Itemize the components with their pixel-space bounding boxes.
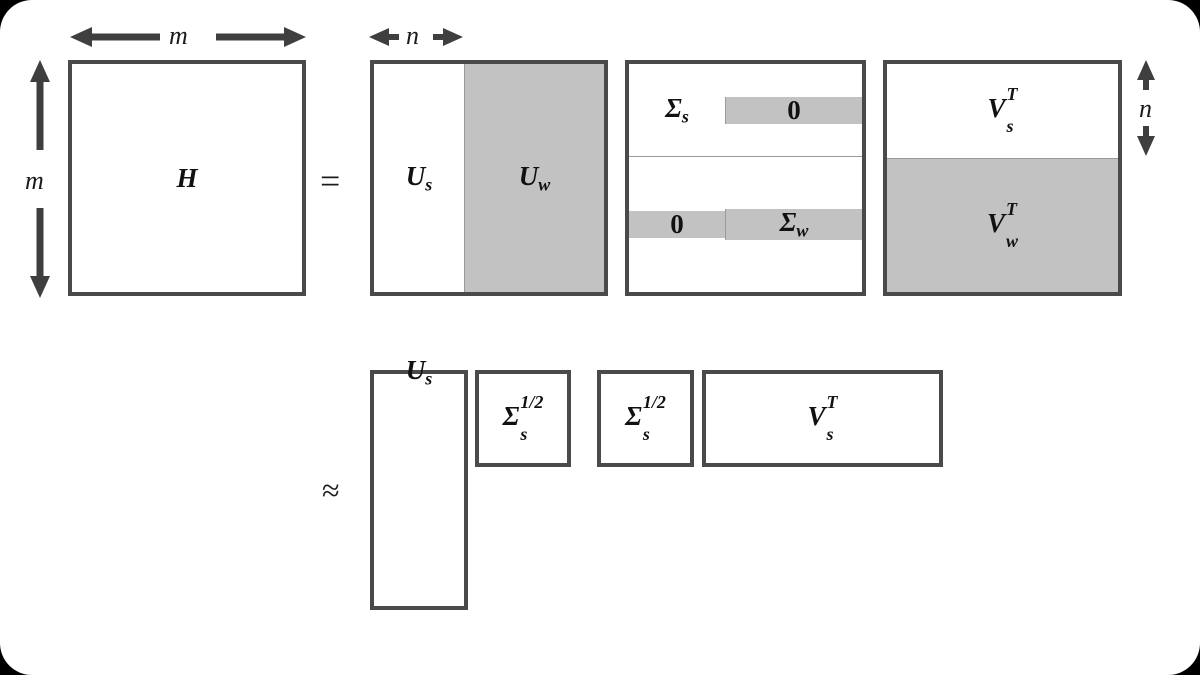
matrix-H-cell: H (72, 64, 302, 292)
equals-operator: = (320, 161, 341, 201)
matrix-Us-approx-label: Us (405, 354, 433, 389)
matrix-U-cell-Uw: Uw (464, 64, 604, 292)
width-label-m: m (169, 21, 188, 50)
matrix-U-label-Us: Us (405, 160, 433, 195)
rank-label-n: n (406, 21, 419, 50)
matrix-U-cell-Us: Us (374, 64, 464, 292)
right-height-arrow-n (1135, 60, 1157, 156)
matrix-Sigma-label-Sw: Σw (779, 207, 809, 241)
matrix-Sigma-label-zero-bl: 0 (670, 209, 684, 239)
matrix-Sigma-cell-zero-tr: 0 (725, 94, 862, 125)
matrix-U: Us Uw (370, 60, 608, 296)
matrix-Us-approx-cell: Us (374, 356, 464, 606)
matrix-Sigma-cell-Sw: Σw (725, 207, 862, 241)
matrix-U-label-Uw: Uw (518, 160, 551, 195)
matrix-Sigma-row-top: Σs 0 (629, 64, 862, 156)
matrix-Sigma: Σs 0 0 Σw (625, 60, 866, 296)
rank-arrow-n (369, 26, 463, 48)
approx-operator: ≈ (322, 472, 340, 508)
matrix-Sigma-cell-zero-bl: 0 (629, 211, 725, 238)
matrix-Sigma-label-Ss: Σs (665, 92, 689, 127)
matrix-Us-approx: Us (370, 356, 468, 610)
height-arrow-m (29, 60, 51, 298)
matrix-Sigma-label-zero-tr: 0 (787, 94, 801, 125)
right-height-label-n: n (1139, 94, 1152, 123)
matrix-Sigma-cell-Ss: Σs (629, 92, 725, 127)
matrix-H: H (68, 60, 306, 296)
width-arrow-m (70, 26, 306, 48)
matrix-H-label: H (176, 162, 198, 193)
height-label-m: m (25, 166, 44, 195)
matrix-Sigma-row-bottom: 0 Σw (629, 156, 862, 292)
